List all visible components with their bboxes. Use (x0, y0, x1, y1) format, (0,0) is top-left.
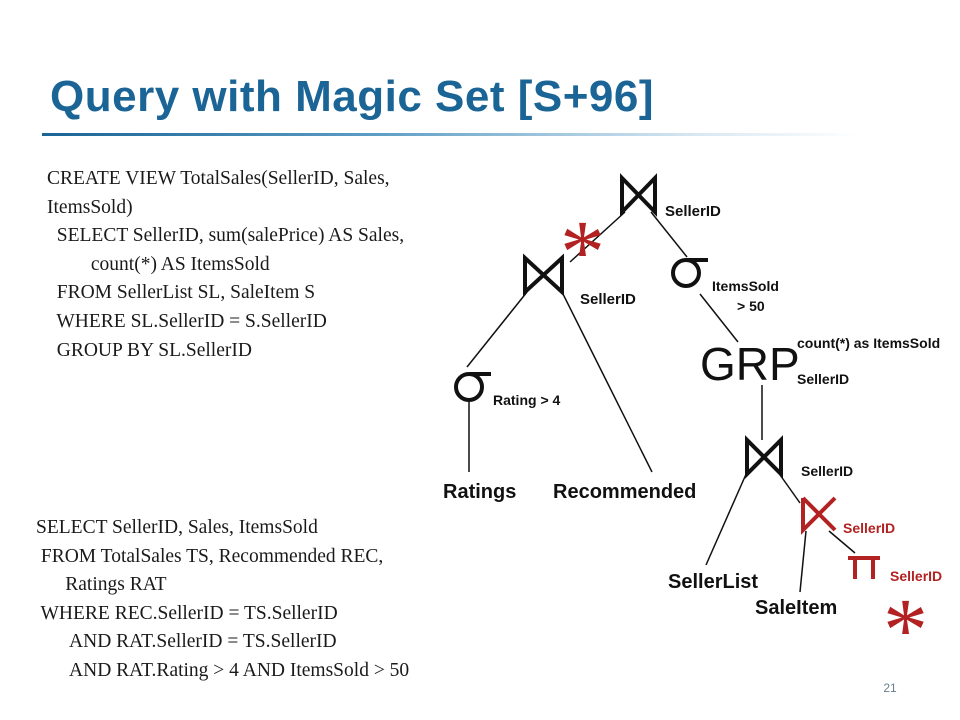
mid-join-label: SellerID (580, 291, 636, 308)
edge-lowerjoin-sellerlist (705, 471, 748, 566)
query-sql-block: SELECT SellerID, Sales, ItemsSold FROM T… (36, 514, 409, 686)
magic-star-bottom: * (883, 581, 928, 680)
top-join-icon (620, 173, 657, 217)
select-items-condition: > 50 (737, 298, 765, 314)
edge-topjoin-midjoin (569, 211, 626, 263)
sql-line: WHERE REC.SellerID = TS.SellerID (36, 602, 338, 624)
edge-select-grp (699, 293, 739, 343)
sql-line: SELECT SellerID, Sales, ItemsSold (36, 517, 318, 538)
edge-topjoin-select (650, 211, 688, 258)
sql-line: FROM TotalSales TS, Recommended REC, (36, 545, 384, 567)
sql-line: count(*) AS ItemsSold (47, 253, 270, 275)
sql-line: Ratings RAT (36, 574, 167, 596)
select-rating-label: Rating > 4 (493, 392, 561, 408)
edge-midjoin-selectrating (466, 291, 528, 368)
relation-sellerlist: SellerList (668, 571, 758, 593)
relation-ratings: Ratings (443, 481, 516, 503)
title-underline (42, 133, 862, 136)
select-items-label: ItemsSold (712, 278, 779, 294)
relation-recommended: Recommended (553, 481, 696, 503)
select-sigma-icon (671, 258, 708, 288)
sql-line: WHERE SL.SellerID = S.SellerID (47, 310, 327, 332)
grp-operator: GRP (700, 338, 800, 390)
lower-join-label: SellerID (801, 463, 853, 479)
relation-saleitem: SaleItem (755, 597, 837, 619)
lower-join-icon (745, 435, 783, 479)
select-rating-sigma-icon (454, 372, 491, 402)
page-title: Query with Magic Set [S+96] (50, 72, 654, 121)
page-number: 21 (883, 681, 897, 695)
grp-aggregate-label: count(*) as ItemsSold (797, 335, 940, 351)
edge-semijoin-saleitem (799, 530, 807, 593)
edge-semijoin-project (828, 530, 856, 554)
sql-line: CREATE VIEW TotalSales(SellerID, Sales, (47, 168, 390, 189)
projection-pi-icon (848, 556, 880, 579)
sql-line: AND RAT.SellerID = TS.SellerID (36, 631, 337, 653)
top-join-label: SellerID (665, 203, 721, 220)
edge-midjoin-recommended (561, 291, 653, 473)
semijoin-icon (801, 496, 837, 535)
projection-label: SellerID (890, 568, 942, 584)
mid-join-icon (523, 253, 564, 297)
sql-line: AND RAT.Rating > 4 AND ItemsSold > 50 (36, 659, 410, 681)
grp-groupby-label: SellerID (797, 371, 849, 387)
sql-line: FROM SellerList SL, SaleItem S (47, 282, 316, 304)
sql-line: ItemsSold) (47, 196, 133, 218)
sql-line: GROUP BY SL.SellerID (47, 339, 252, 361)
semijoin-label: SellerID (843, 520, 895, 536)
magic-star-top: * (560, 203, 605, 302)
sql-line: SELECT SellerID, sum(salePrice) AS Sales… (47, 225, 405, 247)
view-sql-block: CREATE VIEW TotalSales(SellerID, Sales, … (47, 165, 404, 365)
